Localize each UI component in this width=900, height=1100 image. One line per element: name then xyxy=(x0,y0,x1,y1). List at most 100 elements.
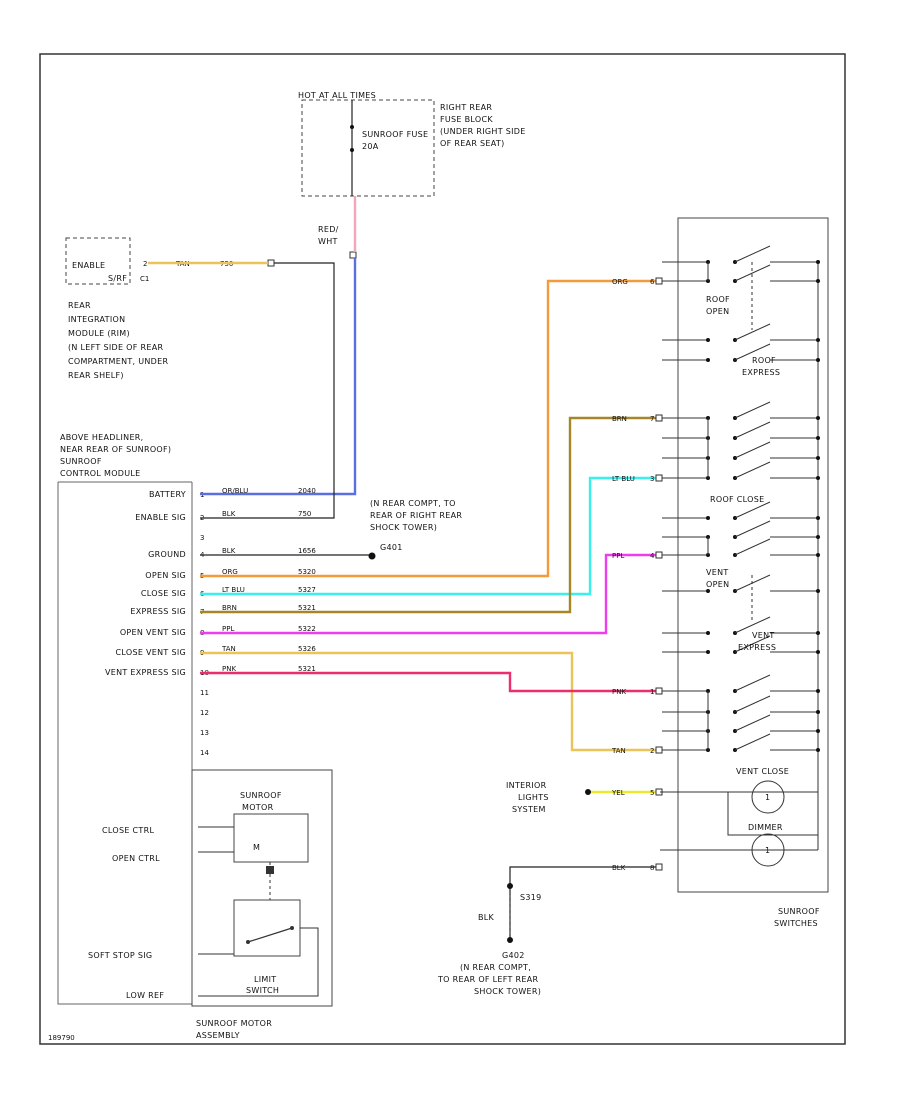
switch-contact-dot xyxy=(816,476,820,480)
switch-contact-line xyxy=(734,674,771,692)
switch-contact-dot xyxy=(816,436,820,440)
low-ref-label: LOW REF xyxy=(126,991,164,1000)
module-wire-color: LT BLU xyxy=(222,586,245,594)
switch-contact-dot xyxy=(706,516,710,520)
svg-text:RIGHT REAR: RIGHT REAR xyxy=(440,103,492,112)
footer-code: 189790 xyxy=(48,1034,75,1042)
motor-assembly-title: SUNROOF MOTOR xyxy=(196,1019,272,1028)
switch-connector-pin xyxy=(655,687,663,695)
switch-contact-line xyxy=(734,733,771,751)
wire-harness xyxy=(148,196,656,943)
switch-connector-pin xyxy=(655,551,663,559)
module-pin-name: BATTERY xyxy=(149,490,186,499)
switch-wire-color: YEL xyxy=(611,789,625,797)
switch-contact-dot xyxy=(816,631,820,635)
switch-contact-dot xyxy=(816,689,820,693)
module-wire-circuit: 5320 xyxy=(298,568,316,576)
switch-contact-dot xyxy=(816,650,820,654)
switches-title-2: SWITCHES xyxy=(774,919,818,928)
ground-g401-label: (N REAR COMPT, TO REAR OF RIGHT REAR SHO… xyxy=(370,499,462,552)
svg-text:(N REAR COMPT, TO: (N REAR COMPT, TO xyxy=(370,499,456,508)
module-wire-color: TAN xyxy=(221,645,236,653)
sunroof-motor-assembly: SUNROOF MOTOR M CLOSE CTRL OPEN CTRL SOF… xyxy=(88,769,333,1040)
module-wire-circuit: 5321 xyxy=(298,604,316,612)
fuse-block-location: RIGHT REAR FUSE BLOCK (UNDER RIGHT SIDE … xyxy=(440,103,526,148)
module-wire-color: PPL xyxy=(222,625,234,633)
switches-title: SUNROOF xyxy=(778,907,820,916)
switch-connector-pin xyxy=(655,474,663,482)
module-wire-circuit: 5327 xyxy=(298,586,316,594)
svg-text:(UNDER RIGHT SIDE: (UNDER RIGHT SIDE xyxy=(440,127,526,136)
svg-text:INTEGRATION: INTEGRATION xyxy=(68,315,125,324)
module-pin-number: 3 xyxy=(200,534,204,542)
sunroof-switches: ROOF OPEN ROOF EXPRESS ROOF CLOSE VENT O… xyxy=(660,217,829,928)
vent-close-label: VENT CLOSE xyxy=(736,767,789,776)
module-wire-circuit: 5326 xyxy=(298,645,316,653)
switch-contact-dot xyxy=(816,416,820,420)
svg-text:G401: G401 xyxy=(380,543,403,552)
module-pin-name: EXPRESS SIG xyxy=(130,607,186,616)
motor-label: SUNROOF xyxy=(240,791,282,800)
switch-connector-pin xyxy=(655,863,663,871)
splice-label: S319 xyxy=(520,893,542,902)
svg-text:SYSTEM: SYSTEM xyxy=(512,805,546,814)
interior-lights-label: INTERIOR LIGHTS SYSTEM xyxy=(506,781,549,814)
switch-contact-line xyxy=(734,501,771,519)
roof-open-label-2: OPEN xyxy=(706,307,729,316)
svg-text:M: M xyxy=(253,843,260,852)
close-ctrl-label: CLOSE CTRL xyxy=(102,826,154,835)
module-wire-color: ORG xyxy=(222,568,238,576)
fuse-output-wire-color-2: WHT xyxy=(318,237,338,246)
fuse-output-wire-color: RED/ xyxy=(318,225,339,234)
vent-open-label: VENT xyxy=(706,568,729,577)
switch-contact-line xyxy=(734,441,771,459)
switch-pin-number: 8 xyxy=(650,864,654,872)
limit-switch-label-2: SWITCH xyxy=(246,986,279,995)
svg-text:SUNROOF: SUNROOF xyxy=(60,457,102,466)
vent-express-label: VENT xyxy=(752,631,775,640)
svg-text:OF REAR SEAT): OF REAR SEAT) xyxy=(440,139,505,148)
module-wire-circuit: 5321 xyxy=(298,665,316,673)
switch-contact-dot xyxy=(816,279,820,283)
wire-pnk-vent-express xyxy=(200,671,656,693)
svg-text:REAR: REAR xyxy=(68,301,91,310)
module-pin-number: 14 xyxy=(200,749,209,757)
g402-wire-color: BLK xyxy=(478,913,495,922)
ground-g402-label: S319 BLK G402 (N REAR COMPT, TO REAR OF … xyxy=(437,893,542,996)
switch-contact-dot xyxy=(706,589,710,593)
switch-pin-number: 4 xyxy=(650,552,655,560)
roof-close-label: ROOF CLOSE xyxy=(710,495,764,504)
svg-text:(N REAR COMPT,: (N REAR COMPT, xyxy=(460,963,531,972)
open-ctrl-label: OPEN CTRL xyxy=(112,854,160,863)
svg-text:COMPARTMENT, UNDER: COMPARTMENT, UNDER xyxy=(68,357,169,366)
module-wire-color: BLK xyxy=(222,510,236,518)
switch-wire-color: PNK xyxy=(612,688,626,696)
svg-text:TO REAR OF LEFT REAR: TO REAR OF LEFT REAR xyxy=(437,975,539,984)
wire-ppl-open-vent xyxy=(200,553,656,635)
svg-text:LIGHTS: LIGHTS xyxy=(518,793,549,802)
svg-text:MODULE (RIM): MODULE (RIM) xyxy=(68,329,130,338)
switch-wire-color: LT BLU xyxy=(612,475,635,483)
ground-g401-symbol xyxy=(368,552,376,560)
roof-open-label: ROOF xyxy=(706,295,730,304)
rim-enable-label: ENABLE xyxy=(72,261,105,270)
switch-pin-number: 1 xyxy=(650,688,654,696)
module-pin-number: 13 xyxy=(200,729,209,737)
vent-open-label-2: OPEN xyxy=(706,580,729,589)
wire-lt-blu-close xyxy=(200,476,656,596)
switch-contact-dot xyxy=(706,650,710,654)
switch-connector-pin xyxy=(655,277,663,285)
switch-wire-color: ORG xyxy=(612,278,628,286)
switch-contact-dot xyxy=(816,358,820,362)
svg-text:(N LEFT SIDE OF REAR: (N LEFT SIDE OF REAR xyxy=(68,343,163,352)
switch-pin-number: 5 xyxy=(650,789,654,797)
soft-stop-sig-label: SOFT STOP SIG xyxy=(88,951,152,960)
limit-switch-label: LIMIT xyxy=(254,975,276,984)
dimmer-label: DIMMER xyxy=(748,823,783,832)
rim-description: REAR INTEGRATION MODULE (RIM) (N LEFT SI… xyxy=(68,301,169,380)
splice-s319 xyxy=(507,883,513,889)
module-wire-color: BLK xyxy=(222,547,236,555)
svg-text:REAR SHELF): REAR SHELF) xyxy=(68,371,124,380)
switch-pin-number: 7 xyxy=(650,415,654,423)
